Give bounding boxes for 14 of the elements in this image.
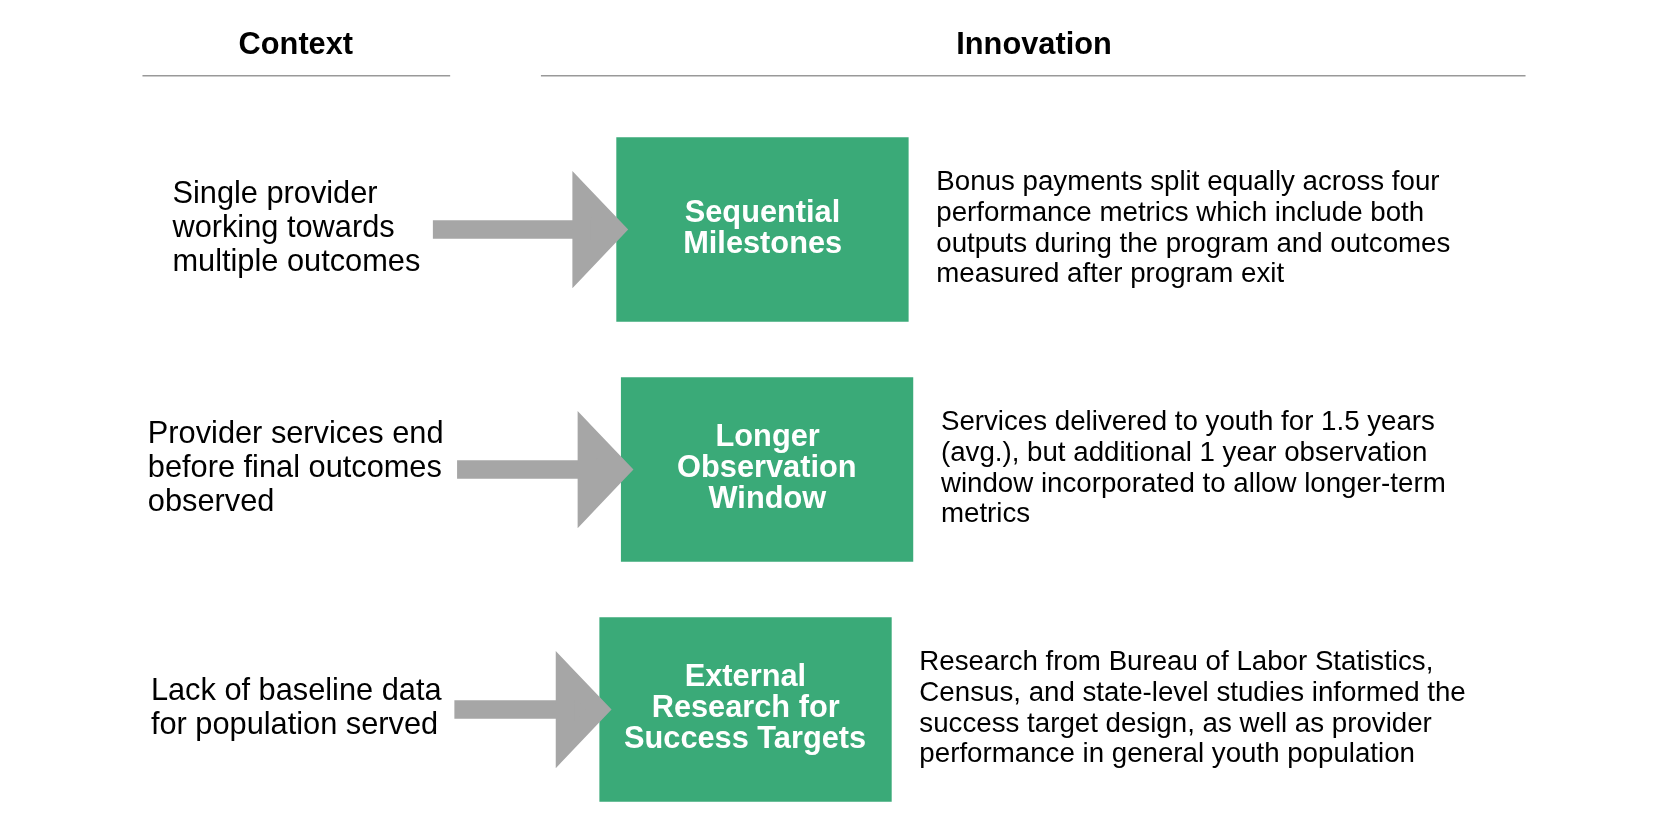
label: Context xyxy=(238,26,353,62)
node-text: Lack of baseline data for population served xyxy=(150,672,442,742)
node-box: External Research for Success Targets xyxy=(598,617,892,802)
node-box: Longer Observation Window xyxy=(620,377,913,562)
node-label: Bonus payments split equally across four performance metrics which include both outputs during the program and outcomes measured after program exit xyxy=(935,165,1450,289)
node-label: Research from Bureau of Labor Statistics, Census, and state-level studies informed the success target design, as well as provider performance in general youth population xyxy=(918,645,1466,769)
node-text: Provider services end before final outcomes observed xyxy=(147,415,444,519)
arrow xyxy=(456,410,633,529)
node-text: Single provider working towards multiple outcomes xyxy=(171,175,420,279)
arrow xyxy=(453,650,612,769)
arrow xyxy=(432,170,628,289)
label: Innovation xyxy=(955,26,1112,62)
node-box: Sequential Milestones xyxy=(615,137,909,322)
node-label: Services delivered to youth for 1.5 years (avg.), but additional 1 year observation window incorporated to allow longer-term metrics xyxy=(940,405,1446,529)
